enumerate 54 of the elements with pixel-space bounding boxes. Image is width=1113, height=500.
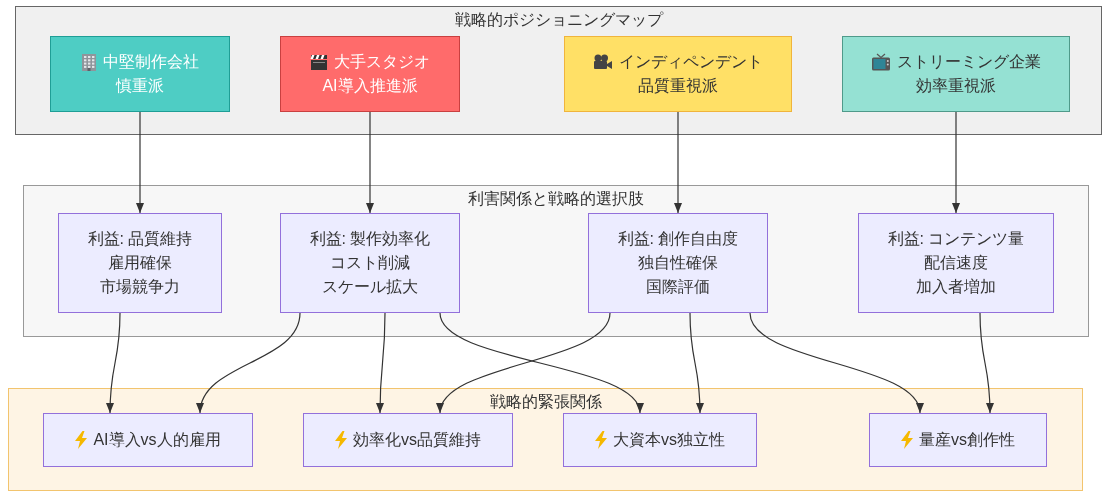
tension-box <box>869 413 1047 467</box>
interest-item: 利益: 製作効率化 <box>309 229 431 249</box>
stakeholder-box <box>280 36 460 112</box>
stakeholder-box <box>842 36 1070 112</box>
tension-box <box>303 413 513 467</box>
tension-label: 量産vs創作性 <box>919 430 1015 450</box>
stance-label: 品質重視派 <box>638 76 718 96</box>
arrow <box>689 312 704 414</box>
stakeholder-box <box>50 36 230 112</box>
group-panel <box>23 185 1089 337</box>
tension-label: 大資本vs独立性 <box>613 430 725 450</box>
stakeholder-box <box>564 36 792 112</box>
interest-item: 配信速度 <box>924 253 988 273</box>
arrow <box>376 312 386 414</box>
stakeholder-name: 大手スタジオ <box>334 52 430 72</box>
group-panel <box>15 6 1102 135</box>
panel-title: 戦略的ポジショニングマップ <box>454 10 663 30</box>
stance-label: 慎重派 <box>116 76 164 96</box>
interest-item: 独自性確保 <box>638 253 718 273</box>
panel-title: 戦略的緊張関係 <box>489 392 602 412</box>
arrow <box>106 312 121 414</box>
tension-box <box>563 413 757 467</box>
interest-item: コスト削減 <box>330 253 410 273</box>
arrow <box>439 312 641 414</box>
interest-item: 雇用確保 <box>108 253 172 273</box>
panel-title: 利害関係と戦略的選択肢 <box>468 189 644 209</box>
arrow <box>136 111 144 214</box>
interest-item: 利益: コンテンツ量 <box>887 229 1025 249</box>
interest-box <box>280 213 460 313</box>
arrow <box>674 111 682 214</box>
interest-box <box>858 213 1054 313</box>
interest-item: 利益: 創作自由度 <box>617 229 739 249</box>
interest-item: 利益: 品質維持 <box>87 229 193 249</box>
tension-box <box>43 413 253 467</box>
group-panel <box>8 388 1083 491</box>
stance-label: 効率重視派 <box>916 76 996 96</box>
interest-item: 加入者増加 <box>916 277 996 297</box>
stakeholder-name: インディペンデント <box>619 52 763 72</box>
interest-item: 国際評価 <box>646 277 710 297</box>
interest-box <box>588 213 768 313</box>
arrow <box>952 111 960 214</box>
interest-box <box>58 213 222 313</box>
arrow <box>749 312 922 414</box>
stakeholder-name: 中堅制作会社 <box>103 52 199 72</box>
interest-item: スケール拡大 <box>322 277 418 297</box>
arrow <box>366 111 374 214</box>
tension-label: 効率化vs品質維持 <box>353 430 481 450</box>
arrow <box>438 312 611 414</box>
interest-item: 市場競争力 <box>100 277 180 297</box>
arrow <box>979 312 994 414</box>
tension-label: AI導入vs人的雇用 <box>93 430 221 450</box>
arrow <box>197 312 301 414</box>
stance-label: AI導入推進派 <box>322 76 418 96</box>
stakeholder-name: ストリーミング企業 <box>897 52 1041 72</box>
